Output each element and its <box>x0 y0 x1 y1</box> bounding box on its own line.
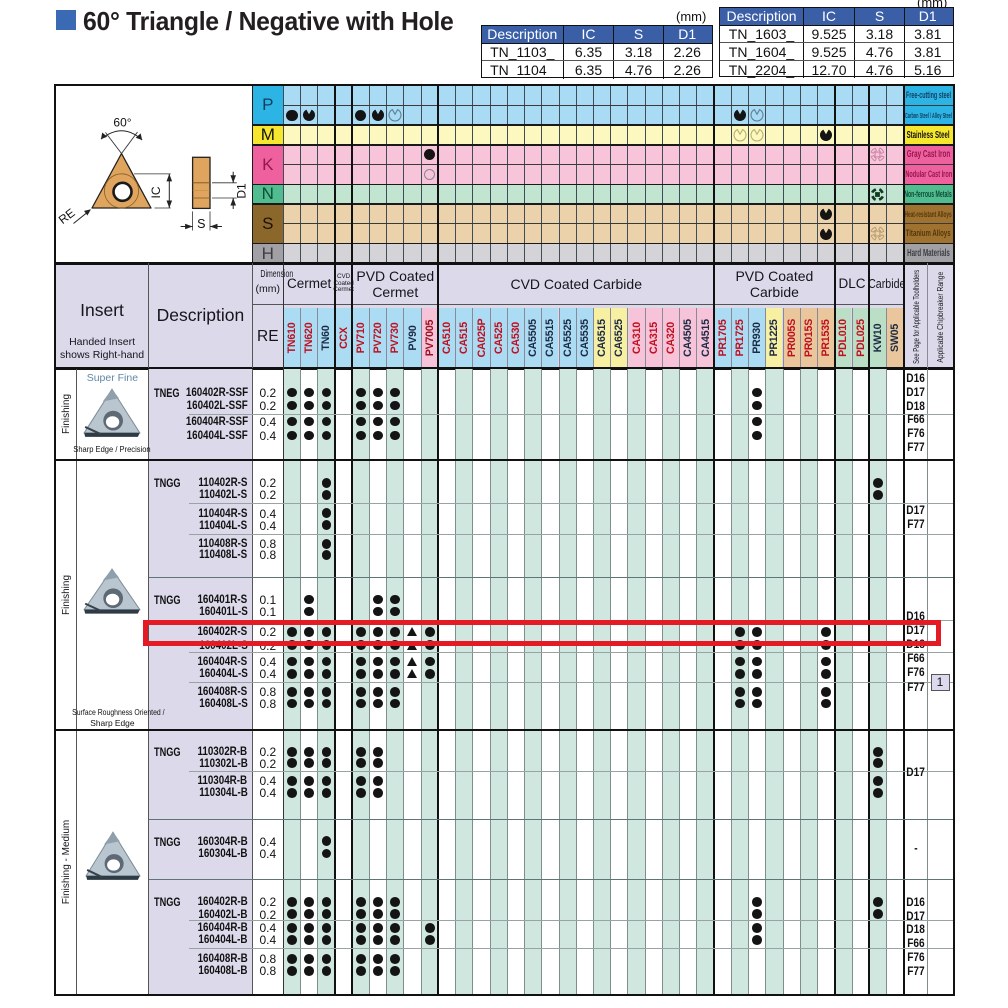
svg-text:RE: RE <box>56 205 78 226</box>
svg-text:S: S <box>197 217 205 231</box>
svg-text:60°: 60° <box>113 115 131 129</box>
svg-text:D1: D1 <box>234 183 248 199</box>
svg-text:IC: IC <box>149 186 163 198</box>
